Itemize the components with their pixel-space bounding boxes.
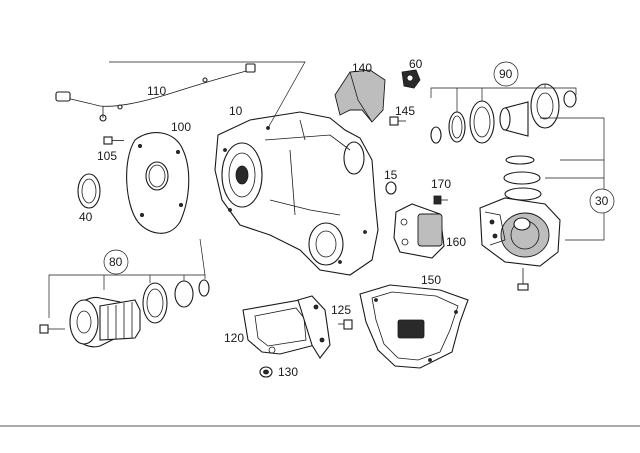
leader-10 [109,61,306,129]
callout-105: 105 [97,149,117,163]
part-120-cover-plate[interactable] [242,295,331,359]
part-130-nut[interactable] [259,366,273,378]
part-100-gasket[interactable] [126,132,190,234]
part-150-oil-pan[interactable] [359,284,469,369]
callout-120: 120 [224,331,244,345]
part-145-bolt[interactable] [389,116,406,126]
part-160-actuator[interactable] [393,203,445,259]
part-15-dowel[interactable] [385,181,397,195]
bracket-80 [48,274,206,318]
part-125-bolt[interactable] [338,319,353,330]
callout-140: 140 [352,61,372,75]
callout-15: 15 [384,168,398,182]
callout-90: 90 [499,67,513,81]
callout-110: 110 [147,84,166,98]
part-105-bolt[interactable] [103,136,124,145]
callout-30: 30 [595,194,609,208]
part-110-wiring-harness[interactable] [55,63,256,122]
callout-170: 170 [431,177,451,191]
part-40-seal[interactable] [77,173,101,209]
callout-80: 80 [109,255,123,269]
part-10-transfer-case-housing[interactable] [214,111,379,276]
part-90-output-flange-set[interactable] [430,83,577,144]
callout-130: 130 [278,365,298,379]
callout-125: 125 [331,303,351,317]
part-60-sensor[interactable] [401,69,421,89]
part-170-bolt[interactable] [433,195,448,205]
callout-10: 10 [229,104,243,118]
callout-150: 150 [421,273,441,287]
bracket-30 [540,117,605,241]
leaders-90 [456,84,546,112]
callout-100: 100 [171,120,191,134]
part-30-control-unit[interactable] [479,155,561,291]
callout-80-circle [103,249,129,275]
leader-80-up [199,238,206,276]
bracket-90 [430,87,577,98]
callout-60: 60 [409,57,423,71]
callout-145: 145 [395,104,415,118]
callout-90-circle [493,61,519,87]
callout-40: 40 [79,210,93,224]
callout-30-circle [589,188,615,214]
part-140-bracket[interactable] [334,69,386,123]
callout-160: 160 [446,235,466,249]
part-80-input-flange-set[interactable] [39,279,210,348]
